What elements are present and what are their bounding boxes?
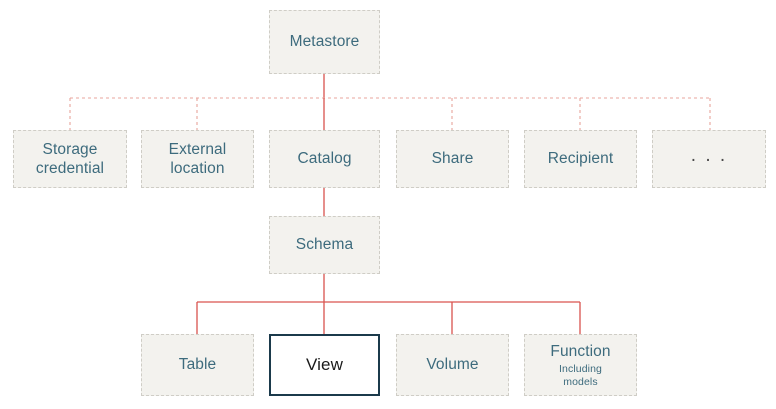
node-external-location-label: External location <box>168 140 227 177</box>
node-catalog-label: Catalog <box>297 150 352 168</box>
node-recipient-label: Recipient <box>547 150 614 168</box>
node-function-sublabel: Including models <box>559 363 602 388</box>
node-view-label: View <box>306 355 343 375</box>
node-volume[interactable]: Volume <box>396 334 509 396</box>
node-schema-label: Schema <box>295 236 354 254</box>
node-more[interactable]: . . . <box>652 130 766 188</box>
node-storage-credential[interactable]: Storage credential <box>13 130 127 188</box>
node-share[interactable]: Share <box>396 130 509 188</box>
node-volume-label: Volume <box>426 356 479 374</box>
node-view[interactable]: View <box>269 334 380 396</box>
node-table[interactable]: Table <box>141 334 254 396</box>
node-share-label: Share <box>431 150 474 168</box>
node-schema[interactable]: Schema <box>269 216 380 274</box>
node-recipient[interactable]: Recipient <box>524 130 637 188</box>
node-function[interactable]: Function Including models <box>524 334 637 396</box>
node-more-label: . . . <box>690 145 728 167</box>
node-storage-credential-label: Storage credential <box>35 140 105 177</box>
node-external-location[interactable]: External location <box>141 130 254 188</box>
node-metastore[interactable]: Metastore <box>269 10 380 74</box>
node-function-label: Function <box>550 342 611 360</box>
node-metastore-label: Metastore <box>289 33 360 51</box>
node-table-label: Table <box>178 356 217 374</box>
node-catalog[interactable]: Catalog <box>269 130 380 188</box>
